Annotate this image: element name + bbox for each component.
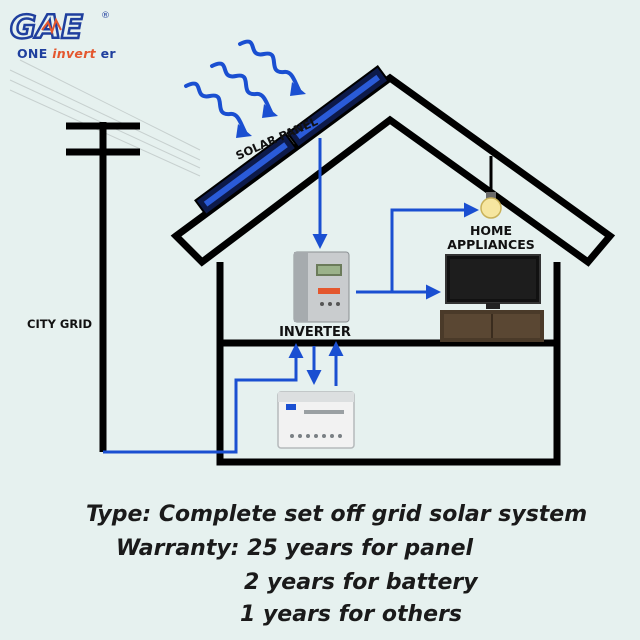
light-bulb-icon	[480, 156, 502, 219]
registered-mark: ®	[101, 11, 110, 21]
sun-ray-icon	[184, 39, 301, 134]
logo-mark: GAE	[10, 8, 83, 46]
type-line: Type: Complete set off grid solar system	[86, 502, 588, 527]
logo-pulse	[41, 17, 62, 35]
brand-logo: GAE ® ONE invert er	[8, 6, 128, 62]
solar-panel-icon	[194, 65, 390, 217]
home-label: HOME	[470, 223, 512, 238]
utility-pole-icon	[66, 122, 140, 452]
sun-ray-heads	[236, 82, 306, 138]
tagline-mid: invert	[52, 46, 96, 61]
others-warranty-line: 1 years for others	[240, 602, 463, 627]
battery-warranty-line: 2 years for battery	[244, 570, 478, 595]
inverter-icon	[293, 251, 350, 323]
gae-logo-icon: GAE ®	[9, 7, 110, 48]
battery-icon	[277, 391, 355, 449]
tagline-pre: ONE	[17, 46, 53, 61]
house-outline	[170, 73, 616, 466]
inverter-label: INVERTER	[279, 325, 351, 340]
warranty-line: Warranty: 25 years for panel	[116, 536, 474, 561]
grid-to-inverter-arrow	[103, 343, 304, 454]
tv-icon	[440, 254, 544, 342]
appliances-label: APPLIANCES	[447, 237, 534, 252]
tagline-post: er	[95, 46, 116, 61]
city-grid-label: CITY GRID	[27, 317, 92, 331]
flow-lines	[103, 138, 479, 454]
inverter-to-bulb-arrow	[390, 202, 479, 292]
brand-tagline: ONE invert er	[17, 46, 116, 61]
